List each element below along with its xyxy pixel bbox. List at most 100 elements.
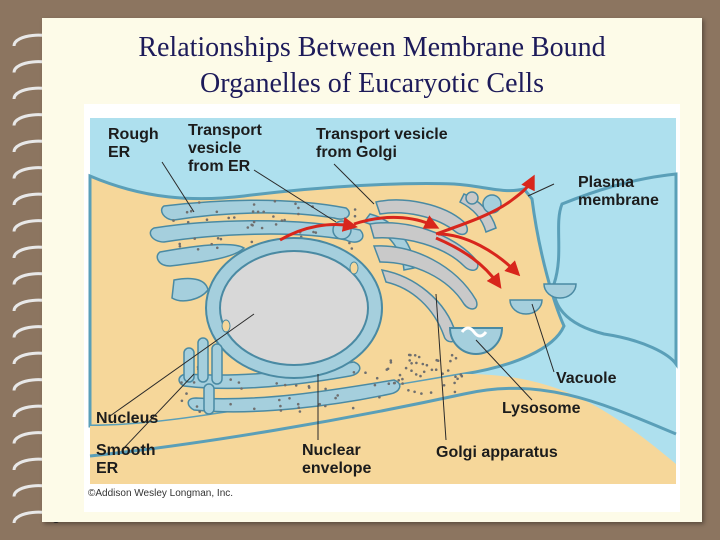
ribosome-dot [351,406,355,410]
ribosome-dot [274,223,278,226]
ribosome-dot [297,206,300,210]
ribosome-dot [278,398,281,402]
ribosome-dot [198,410,201,413]
ribosome-dot [350,247,354,250]
ribosome-dot [352,371,356,374]
label-golgi-apparatus: Golgi apparatus [436,444,558,461]
ribosome-dot [256,210,260,214]
ribosome-dot [446,369,450,372]
ribosome-dot [410,369,413,373]
ribosome-dot [420,392,423,395]
ribosome-dot [185,392,188,395]
ribosome-dot [272,215,275,218]
ribosome-dot [453,390,457,394]
ribosome-dot [336,394,339,397]
ribosome-dot [408,359,412,362]
ribosome-dot [233,216,236,219]
label-plasma-membrane: Plasma membrane [578,174,659,209]
ribosome-dot [189,209,193,213]
ribosome-dot [215,210,219,214]
ribosome-dot [178,245,182,248]
ribosome-dot [252,220,256,224]
ribosome-dot [430,368,434,372]
ribosome-dot [283,383,287,387]
ribosome-dot [279,409,283,412]
ribosome-dot [454,356,458,360]
ribosome-dot [180,399,184,403]
lysosome [448,327,504,355]
ribosome-dot [216,246,219,250]
ribosome-dot [393,381,397,385]
ribosome-dot [413,390,416,394]
ribosome-dot [251,210,255,213]
ribosome-dot [375,376,379,380]
rough-er [149,199,415,413]
ribosome-dot [324,387,327,391]
ribosome-dot [364,371,367,375]
ribosome-dot [252,203,256,206]
ribosome-dot [449,359,452,363]
vacuole [543,283,577,299]
ribosome-dot [296,402,300,406]
ribosome-dot [250,240,254,244]
ribosome-dot [210,242,213,246]
ribosome-dot [253,407,256,411]
label-transport-vesicle-golgi: Transport vesicle from Golgi [316,126,448,161]
ribosome-dot [193,237,196,240]
ribosome-dot [348,241,351,245]
ribosome-dot [172,219,175,222]
title-line-2: Organelles of Eucaryotic Cells [200,68,544,99]
ribosome-dot [353,208,357,211]
nucleus [219,250,369,366]
ribosome-dot [260,226,264,230]
ribosome-dot [275,382,278,385]
smooth-er [183,337,223,415]
ribosome-dot [436,359,440,362]
cell-diagram [88,118,678,484]
ribosome-dot [453,381,456,385]
label-smooth-er: Smooth ER [96,442,156,477]
ribosome-dot [414,373,418,376]
ribosome-dot [415,361,418,365]
label-lysosome: Lysosome [502,400,581,417]
title-line-1: Relationships Between Membrane Bound [138,32,606,63]
ribosome-dot [398,373,402,377]
ribosome-dot [389,361,393,364]
ribosome-dot [419,374,422,378]
ribosome-dot [294,384,298,387]
ribosome-dot [450,353,454,357]
ribosome-dot [229,402,232,406]
nuclear-pore [349,261,359,275]
ribosome-dot [373,383,377,387]
ribosome-dot [288,397,291,400]
ribosome-dot [389,359,393,362]
cell-diagram-figure: Rough ER Transport vesicle from ER Trans… [84,104,680,512]
ribosome-dot [417,355,421,359]
ribosome-dot [421,362,425,366]
ribosome-dot [353,214,357,218]
ribosome-dot [397,379,401,382]
ribosome-dot [229,378,232,381]
ribosome-dot [297,212,300,216]
ribosome-dot [240,387,243,390]
ribosome-dot [280,219,284,222]
ribosome-dot [425,363,429,367]
ribosome-dot [216,237,220,240]
ribosome-dot [334,396,337,400]
ribosome-dot [318,402,321,406]
ribosome-dot [262,210,265,214]
ribosome-dot [401,377,404,381]
cytoplasm-lower [90,374,676,484]
ribosome-dot [434,368,438,372]
transport-vesicle-golgi [465,191,479,205]
ribosome-dot [410,362,413,365]
ribosome-dot [185,210,189,214]
ribosome-dot [401,382,404,385]
plasma-membrane-outline [89,386,677,458]
leader-lines [109,161,555,449]
ribosome-dot [413,354,417,357]
ribosome-dot [178,242,181,246]
ribosome-dot [237,381,241,384]
ribosome-dot [180,381,183,384]
ribosome-dot [273,199,277,203]
